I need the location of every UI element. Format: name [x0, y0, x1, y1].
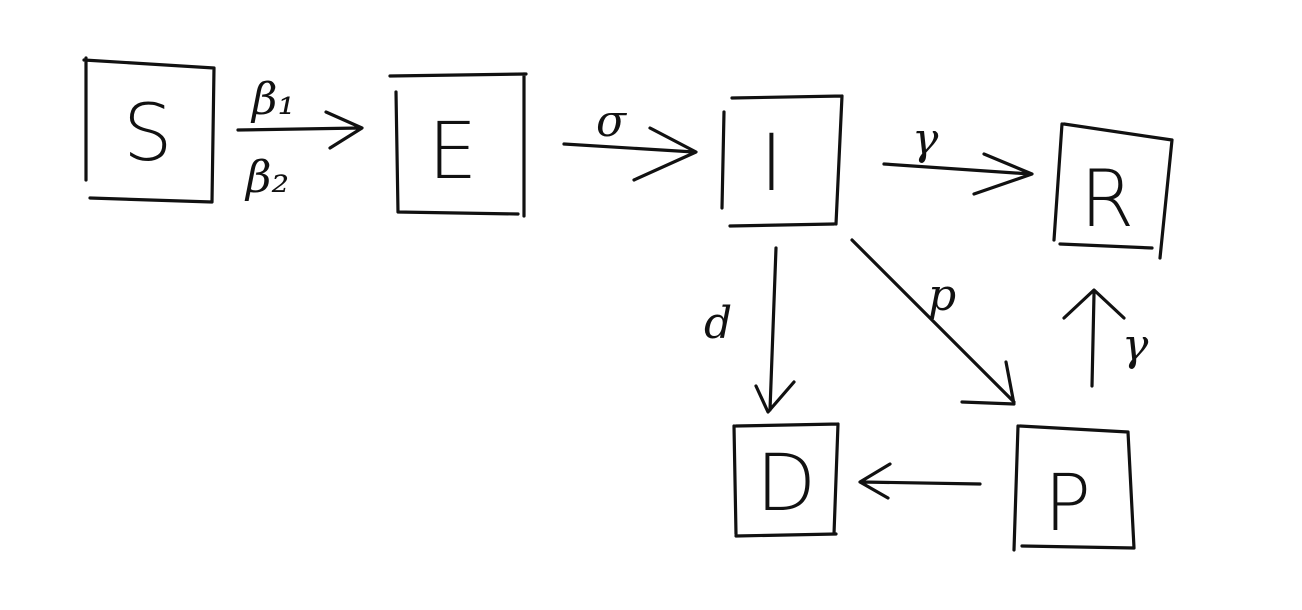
- rate-d-label: d: [704, 298, 732, 349]
- arrow-e-to-i: [562, 126, 698, 182]
- node-r-label: R: [1080, 155, 1134, 245]
- node-d-label: D: [756, 439, 816, 529]
- rate-gamma-p-label: γ: [1122, 320, 1149, 371]
- node-r: R: [1052, 122, 1174, 260]
- arrow-i-to-d: [754, 246, 796, 414]
- node-e-box: [388, 72, 528, 218]
- node-e-label: E: [428, 107, 477, 197]
- edge-i-to-r: γ: [882, 114, 1034, 196]
- node-d: D: [732, 422, 840, 538]
- arrow-i-to-p: [850, 238, 1016, 406]
- node-s-label: S: [123, 89, 173, 179]
- arrow-s-to-e: [236, 110, 364, 150]
- rate-beta2-label: β₂: [244, 152, 289, 203]
- node-e: E: [388, 72, 528, 218]
- node-p-label: P: [1044, 459, 1091, 549]
- node-r-box: [1052, 122, 1174, 260]
- rate-p-label: p: [928, 270, 956, 321]
- arrow-p-to-r: [1062, 288, 1126, 388]
- arrow-i-to-r: [882, 152, 1034, 196]
- node-p: P: [1012, 424, 1136, 552]
- node-s: S: [82, 56, 216, 204]
- node-i: I: [720, 94, 844, 228]
- rate-beta1-label: β₁: [250, 74, 295, 125]
- rate-sigma-label: σ: [596, 96, 628, 147]
- edge-s-to-e: β₁ β₂: [236, 74, 364, 203]
- edge-p-to-r: γ: [1062, 288, 1149, 388]
- rate-gamma-label: γ: [912, 114, 939, 165]
- arrow-p-to-d: [858, 462, 982, 500]
- edge-e-to-i: σ: [562, 96, 698, 182]
- edge-i-to-p: p: [850, 238, 1016, 406]
- node-s-box: [82, 56, 216, 204]
- node-d-box: [732, 422, 840, 538]
- node-i-label: I: [760, 119, 783, 209]
- node-p-box: [1012, 424, 1136, 552]
- edge-p-to-d: [858, 462, 982, 500]
- node-i-box: [720, 94, 844, 228]
- edge-i-to-d: d: [704, 246, 796, 414]
